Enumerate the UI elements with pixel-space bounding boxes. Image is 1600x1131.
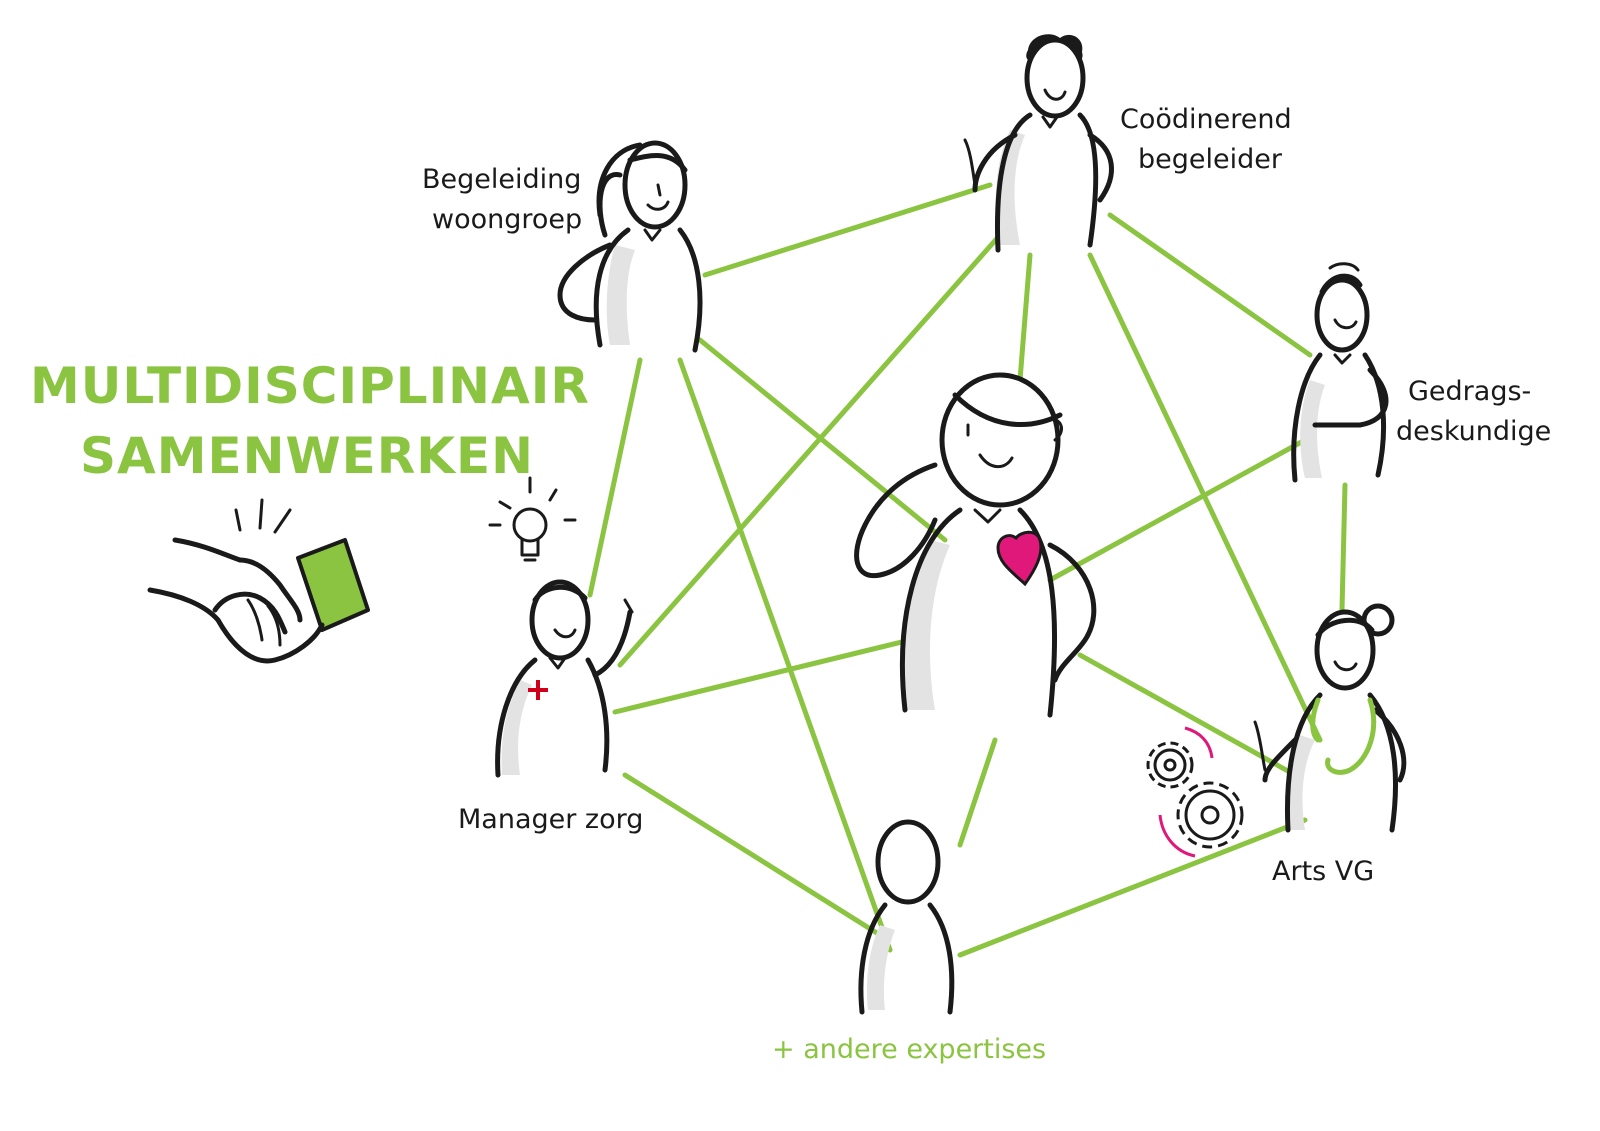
stethoscope-icon (1310, 697, 1376, 775)
connection-line (612, 637, 913, 715)
connection-line (1047, 437, 1308, 583)
head (1314, 277, 1370, 353)
connection-line (1339, 482, 1348, 613)
lightbulb-icon (488, 476, 577, 562)
connection-line (957, 817, 1308, 958)
connection-line (1107, 212, 1313, 358)
heart-icon (996, 530, 1043, 587)
connection-line (702, 182, 993, 278)
person-manager-zorg (495, 579, 634, 778)
connection-line (1077, 652, 1298, 778)
head (939, 372, 1061, 508)
connection-line (1017, 252, 1033, 383)
label-andere: + andere expertises (772, 1034, 1046, 1065)
head (622, 140, 688, 230)
head (875, 819, 941, 905)
label-coordinerend-line2: begeleider (1138, 144, 1283, 175)
label-begeleiding-line1: Begeleiding (422, 164, 581, 195)
head (1024, 37, 1086, 119)
person-central (854, 372, 1097, 718)
label-arts: Arts VG (1272, 856, 1374, 887)
connection-line (957, 737, 998, 848)
connection-line (617, 232, 1003, 668)
person-arts-vg (1253, 603, 1407, 833)
label-gedrags-line2: deskundige (1396, 416, 1551, 447)
connection-lines (587, 182, 1348, 958)
head (529, 579, 591, 661)
connection-line (677, 357, 893, 953)
label-begeleiding-line2: woongroep (432, 204, 582, 235)
handshake-icon (147, 498, 370, 664)
label-coordinerend-line1: Coödinerend (1120, 104, 1292, 135)
connection-line (697, 337, 948, 543)
medical-cross-icon (528, 680, 548, 700)
person-coordinerend-begeleider (963, 34, 1114, 253)
connection-line (622, 772, 883, 938)
title-line1: MULTIDISCIPLINAIR (30, 357, 590, 415)
person-andere-expertises (858, 819, 955, 1015)
person-begeleiding-woongroep (557, 140, 703, 353)
title-line2: SAMENWERKEN (80, 427, 534, 485)
label-gedrags-line1: Gedrags- (1408, 376, 1531, 407)
label-manager: Manager zorg (458, 804, 643, 835)
head (1314, 609, 1376, 691)
person-gedragsdeskundige (1291, 262, 1389, 483)
gears-icon (1146, 726, 1244, 858)
connection-line (587, 357, 643, 598)
